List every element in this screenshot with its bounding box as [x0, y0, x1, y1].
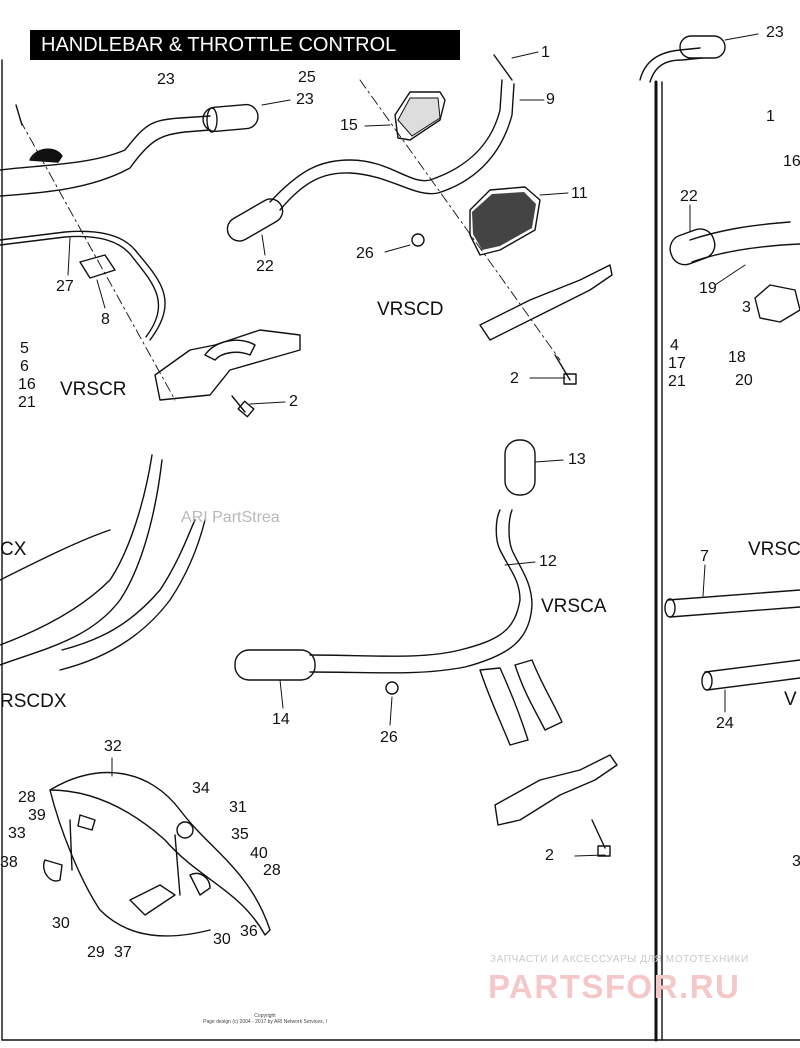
watermark-text: ARI PartStrea	[181, 509, 280, 526]
cover-11-fill	[472, 192, 536, 250]
callout: 2	[289, 393, 298, 410]
model-label-vrscd: VRSCD	[377, 299, 444, 320]
callout: 2	[510, 370, 519, 387]
callout: 16	[783, 153, 800, 170]
right-bar-24	[701, 659, 800, 691]
vrscr-bolt	[231, 395, 255, 418]
copyright-note: Copyright Page design (c) 2004 - 2017 by…	[190, 1013, 340, 1025]
model-label-vrscr: VRSCR	[60, 379, 127, 400]
callout: 19	[699, 280, 717, 297]
callout: 26	[380, 729, 398, 746]
callout: 5	[20, 340, 29, 357]
vrscd-cover-11	[469, 186, 541, 256]
vrsca-clip-26	[385, 681, 399, 695]
callout: 1	[766, 108, 775, 125]
copyright-line-1: Copyright	[254, 1013, 276, 1019]
callout: 40	[250, 845, 268, 862]
callout: 34	[192, 780, 210, 797]
callout: 39	[28, 807, 46, 824]
centerline-vrscd	[359, 79, 561, 361]
callout: 4	[670, 337, 679, 354]
callout: 13	[568, 451, 586, 468]
right-switch-3	[754, 284, 800, 323]
brand-logo: PARTSFOR.RU	[488, 968, 741, 1005]
brand-caption: ЗАПЧАСТИ И АКСЕССУАРЫ ДЛЯ МОТОТЕХНИКИ	[490, 954, 749, 965]
callout: 6	[20, 358, 29, 375]
callout: 32	[104, 738, 122, 755]
callout: 3	[742, 299, 751, 316]
vrscr-handlebar	[0, 103, 259, 197]
centerline-vrscr	[19, 119, 176, 401]
vrsca-handlebar	[234, 509, 563, 746]
callout: 30	[52, 915, 70, 932]
vrscd-clip-26	[411, 233, 425, 247]
model-label-v: V	[784, 689, 797, 710]
model-label-rscdx: RSCDX	[0, 691, 67, 712]
callout: 23	[296, 91, 314, 108]
vrscd-riser	[479, 264, 613, 341]
callout: 11	[571, 185, 588, 202]
page-title: HANDLEBAR & THROTTLE CONTROL	[30, 30, 460, 60]
callout: 30	[213, 931, 231, 948]
switch-housing-fill	[32, 149, 62, 162]
vrsca-bolt	[591, 819, 611, 857]
callout: 7	[700, 548, 709, 565]
vrscd-screw-1	[493, 54, 513, 81]
callout: 15	[340, 117, 358, 134]
callout: 17	[668, 355, 686, 372]
callout: 21	[668, 373, 686, 390]
callout: 9	[546, 91, 555, 108]
callout: 28	[263, 862, 281, 879]
callout: 16	[18, 376, 36, 393]
vrscr-clip-8	[79, 254, 116, 279]
vrsca-grip-13	[504, 439, 536, 496]
callout: 24	[716, 715, 734, 732]
callout: 12	[539, 553, 557, 570]
leader-lines	[67, 33, 759, 857]
vrscd-handlebar	[226, 79, 515, 242]
callout: 8	[101, 311, 110, 328]
callout: 23	[157, 71, 175, 88]
right-vrsc-handlebar	[669, 221, 800, 266]
vrscr-riser-bracket	[154, 329, 301, 401]
callout: 3	[792, 853, 800, 870]
callout: 31	[229, 799, 247, 816]
callout: 33	[8, 825, 26, 842]
model-label-vrsc: VRSC	[748, 539, 800, 560]
vrscd-bolt	[554, 354, 577, 385]
callout: 27	[56, 278, 74, 295]
callout: 29	[87, 944, 105, 961]
callout: 35	[231, 826, 249, 843]
callout: 22	[256, 258, 274, 275]
callout: 18	[728, 349, 746, 366]
right-top-handlebar	[639, 35, 726, 83]
callout: 22	[680, 188, 698, 205]
windshield-mounts	[43, 814, 211, 916]
callout: 20	[735, 372, 753, 389]
vrscdx-handlebar	[0, 454, 206, 671]
copyright-line-2: Page design (c) 2004 - 2017 by ARI Netwo…	[203, 1019, 327, 1025]
callout: 21	[18, 394, 36, 411]
callout: 28	[18, 789, 36, 806]
vrscd-switch-15	[394, 91, 446, 141]
vrsca-riser	[494, 754, 618, 826]
callout: 14	[272, 711, 290, 728]
callout: 36	[240, 923, 258, 940]
callout: 25	[298, 69, 316, 86]
callout: 1	[541, 44, 550, 61]
callout: 23	[766, 24, 784, 41]
callout: 26	[356, 245, 374, 262]
right-bar-7	[664, 589, 800, 618]
model-label-cx: CX	[0, 539, 27, 560]
model-label-vrsca: VRSCA	[541, 596, 607, 617]
windshield-32	[49, 771, 271, 937]
callout: 2	[545, 847, 554, 864]
callout: 37	[114, 944, 132, 961]
switch-15-fill	[397, 97, 441, 137]
vrscr-cable	[0, 230, 166, 341]
callout: 38	[0, 854, 18, 871]
